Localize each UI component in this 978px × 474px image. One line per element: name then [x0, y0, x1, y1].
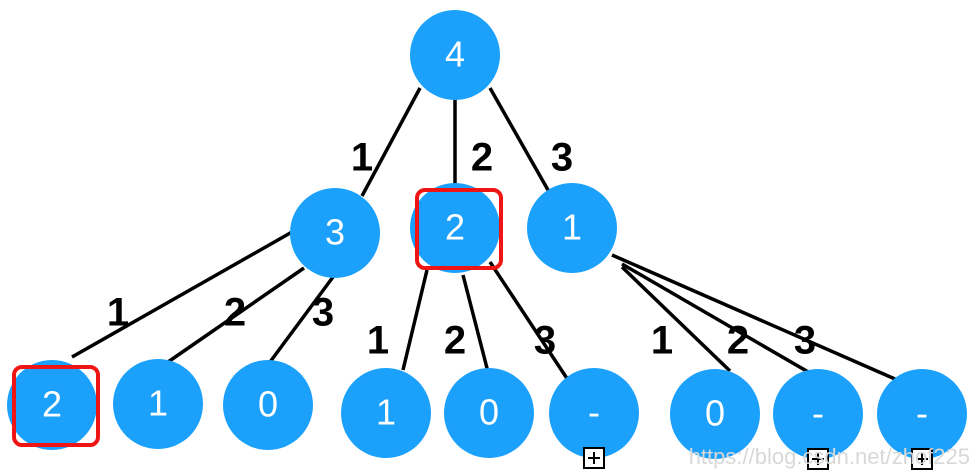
- highlight-box: [12, 365, 100, 447]
- tree-node[interactable]: 0: [444, 368, 534, 458]
- tree-node[interactable]: 2: [7, 360, 100, 450]
- tree-edge: [401, 269, 429, 371]
- tree-node[interactable]: -: [877, 369, 967, 470]
- node-circle: [410, 183, 500, 273]
- tree-node[interactable]: 3: [290, 188, 380, 278]
- tree-edge: [268, 275, 335, 364]
- node-value: 1: [148, 383, 168, 424]
- edge-weight-label: 3: [534, 319, 556, 363]
- tree-node[interactable]: -: [773, 369, 863, 470]
- tree-edge: [360, 87, 422, 197]
- edge-weight-label: 2: [727, 319, 749, 363]
- edge-weight-label: 2: [444, 319, 466, 363]
- tree-node[interactable]: 1: [113, 359, 203, 449]
- tree-edge: [621, 262, 811, 375]
- node-circle: [773, 369, 863, 459]
- tree-node[interactable]: 4: [410, 10, 500, 100]
- edge-weight-label: 3: [794, 319, 816, 363]
- tree-edge: [488, 261, 570, 381]
- node-value: -: [916, 393, 928, 434]
- node-circle: [113, 359, 203, 449]
- node-circle: [223, 360, 313, 450]
- tree-edge: [488, 87, 550, 191]
- edge-weight-label: 3: [312, 291, 334, 335]
- highlight-box: [415, 188, 503, 270]
- node-value: 0: [705, 393, 725, 434]
- edge-weight-label: 2: [224, 291, 246, 335]
- edge-weight-label: 3: [551, 136, 573, 180]
- node-circle: [341, 368, 431, 458]
- expand-icon[interactable]: [583, 447, 605, 469]
- tree-edge: [167, 266, 305, 364]
- tree-edge: [461, 274, 490, 373]
- tree-node[interactable]: 0: [223, 360, 313, 450]
- node-value: 1: [376, 392, 396, 433]
- tree-edge: [620, 265, 732, 373]
- edges-group: [71, 87, 896, 381]
- node-value: 3: [325, 212, 345, 253]
- node-value: -: [588, 392, 600, 433]
- edge-weight-label: 1: [651, 319, 673, 363]
- expand-icon[interactable]: [807, 448, 829, 470]
- expand-icon[interactable]: [911, 448, 933, 470]
- node-circle: [290, 188, 380, 278]
- node-circle: [549, 368, 639, 458]
- node-value: 4: [445, 34, 465, 75]
- node-value: 2: [42, 384, 62, 425]
- edge-weight-label: 1: [367, 319, 389, 363]
- tree-node[interactable]: -: [549, 368, 639, 469]
- tree-node[interactable]: 0: [670, 369, 760, 459]
- node-circle: [7, 360, 97, 450]
- node-value: 0: [258, 384, 278, 425]
- watermark: https://blog.csdn.net/zhof225: [688, 444, 970, 469]
- tree-node[interactable]: 2: [410, 183, 503, 273]
- node-circle: [444, 368, 534, 458]
- edge-weight-label: 1: [107, 291, 129, 335]
- node-value: -: [812, 393, 824, 434]
- node-circle: [670, 369, 760, 459]
- tree-edge: [71, 230, 293, 359]
- edge-weight-label: 1: [351, 136, 373, 180]
- edge-weight-label: 2: [471, 136, 493, 180]
- tree-node[interactable]: 1: [341, 368, 431, 458]
- node-circle: [877, 369, 967, 459]
- node-value: 0: [479, 392, 499, 433]
- tree-node[interactable]: 1: [527, 183, 617, 273]
- node-value: 2: [445, 207, 465, 248]
- node-value: 1: [562, 207, 582, 248]
- node-circle: [527, 183, 617, 273]
- tree-edge: [611, 253, 896, 381]
- node-circle: [410, 10, 500, 100]
